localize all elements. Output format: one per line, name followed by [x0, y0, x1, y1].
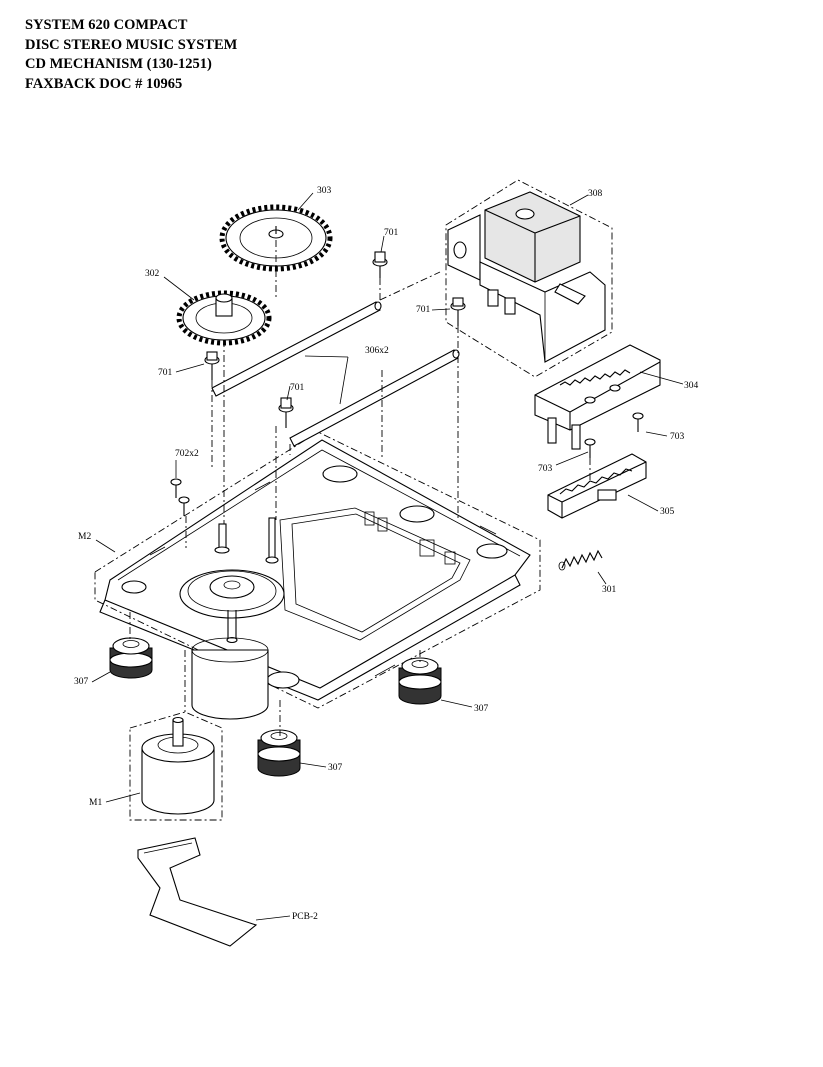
- gear-303: [219, 204, 333, 272]
- callout-306: 306x2: [365, 346, 389, 356]
- header-line-mechanism: CD MECHANISM (130-1251): [25, 56, 212, 72]
- screw-701-top: [372, 251, 388, 278]
- spindle-motor-under-deck: [191, 637, 269, 720]
- sled-304: [534, 344, 661, 450]
- callout-308: 308: [588, 189, 603, 199]
- assembly-guide-lines: [129, 240, 591, 736]
- header-line-doc-number: FAXBACK DOC # 10965: [25, 75, 183, 92]
- header-line-model: SYSTEM 620 COMPACT: [25, 17, 188, 33]
- callout-703-left: 703: [538, 464, 553, 474]
- chassis-posts: [214, 517, 279, 564]
- turntable: [179, 569, 285, 644]
- rack-305: [547, 453, 647, 519]
- screw-703-a: [632, 412, 644, 432]
- callout-701-left: 701: [158, 368, 173, 378]
- callout-labels: 303 308 701 302 701 306x2 701 701 304 70…: [74, 186, 699, 922]
- chassis-m2: [94, 431, 541, 709]
- spring-301: [558, 549, 603, 571]
- gear-302: [176, 290, 272, 346]
- callout-307-left: 307: [74, 677, 89, 687]
- callout-m1: M1: [89, 798, 102, 808]
- screw-703-b: [584, 438, 596, 458]
- damper-foot-center: [257, 729, 301, 777]
- callout-304: 304: [684, 381, 699, 391]
- callout-302: 302: [145, 269, 160, 279]
- motor-m1: [129, 711, 223, 821]
- callout-m2: M2: [78, 532, 91, 542]
- callout-305: 305: [660, 507, 675, 517]
- screw-701-pickup: [450, 297, 466, 326]
- callout-307-right: 307: [474, 704, 489, 714]
- screw-701-mid: [278, 397, 294, 428]
- callout-307-center: 307: [328, 763, 343, 773]
- screw-702-a: [170, 478, 182, 498]
- damper-foot-right: [398, 657, 442, 705]
- callout-pcb-2: PCB-2: [292, 912, 318, 922]
- screw-701-left: [204, 351, 220, 380]
- callout-701-mid: 701: [290, 383, 305, 393]
- callout-701-top: 701: [384, 228, 399, 238]
- optical-pickup-308: [445, 179, 613, 378]
- header-line-system: DISC STEREO MUSIC SYSTEM: [25, 36, 238, 53]
- document-header: SYSTEM 620 COMPACT DISC STEREO MUSIC SYS…: [25, 16, 237, 94]
- callout-301: 301: [602, 585, 617, 595]
- screws: [170, 251, 644, 516]
- damper-foot-left: [109, 637, 153, 679]
- callout-702: 702x2: [175, 449, 199, 459]
- callout-703-right: 703: [670, 432, 685, 442]
- pcb-2: [137, 837, 258, 947]
- screw-702-b: [178, 496, 190, 516]
- callout-701-pickup: 701: [416, 305, 431, 315]
- leader-lines: [91, 192, 684, 921]
- callout-303: 303: [317, 186, 332, 196]
